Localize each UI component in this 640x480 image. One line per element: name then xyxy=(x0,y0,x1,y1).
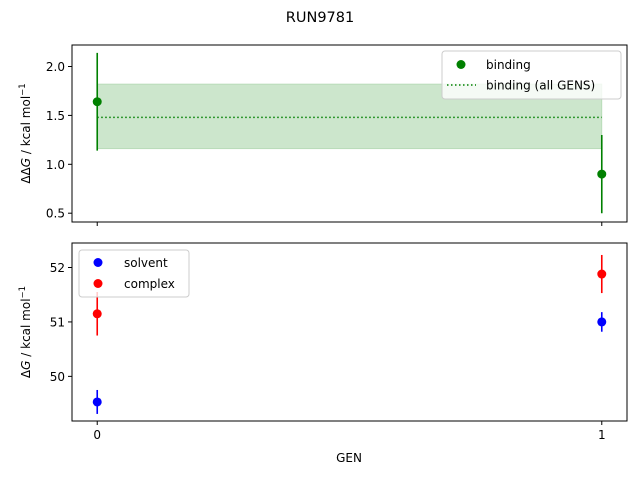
y-tick-label: 50 xyxy=(50,370,65,384)
legend-binding-label: binding xyxy=(486,58,531,72)
bottom-y-axis-label: ΔG / kcal mol−1 xyxy=(18,286,33,378)
solvent-point xyxy=(597,317,607,327)
top-legend: binding binding (all GENS) xyxy=(441,50,622,100)
legend-solvent-label: solvent xyxy=(124,256,168,270)
x-axis-label: GEN xyxy=(336,451,362,465)
solvent-point xyxy=(92,397,102,407)
figure-title: RUN9781 xyxy=(286,10,354,26)
top-y-label-exponent: −1 xyxy=(18,83,28,96)
bottom-y-label-prefix: Δ xyxy=(19,369,33,378)
legend-complex-label: complex xyxy=(124,277,175,291)
top-y-label-units: / kcal mol xyxy=(19,96,33,158)
top-y-label-prefix: ΔΔ xyxy=(19,166,33,183)
top-y-axis-label: ΔΔG / kcal mol−1 xyxy=(18,83,33,183)
binding-point xyxy=(597,169,607,179)
y-tick-label: 2.0 xyxy=(46,60,65,74)
y-tick-label: 51 xyxy=(50,315,65,329)
binding-point xyxy=(92,97,102,107)
y-tick-label: 1.5 xyxy=(46,109,65,123)
top-x-ticks xyxy=(96,222,603,226)
top-axes-frame xyxy=(71,44,628,223)
bottom-y-label-units: / kcal mol xyxy=(19,298,33,360)
top-legend-box xyxy=(441,50,622,100)
bottom-legend: solvent complex xyxy=(78,249,190,298)
legend-binding-marker xyxy=(456,60,466,69)
bottom-y-label-exponent: −1 xyxy=(18,286,28,299)
top-y-ticks: 0.5 1.0 1.5 2.0 xyxy=(46,60,72,221)
bottom-y-ticks: 50 51 52 xyxy=(50,261,72,384)
bottom-data-layer xyxy=(92,254,607,414)
bottom-y-label-variable: G xyxy=(19,361,33,370)
top-panel: 0.5 1.0 1.5 2.0 ΔΔG / kcal mol−1 binding bi… xyxy=(18,44,628,226)
legend-solvent-marker xyxy=(93,258,103,267)
complex-point xyxy=(597,269,607,279)
y-tick-label: 0.5 xyxy=(46,207,65,221)
complex-point xyxy=(92,309,102,319)
y-tick-label: 52 xyxy=(50,261,65,275)
legend-complex-marker xyxy=(93,279,103,288)
top-data-layer xyxy=(92,52,607,214)
legend-binding-all-gens-label: binding (all GENS) xyxy=(486,79,595,93)
top-y-label-variable: G xyxy=(19,158,33,167)
y-tick-label: 1.0 xyxy=(46,158,65,172)
x-tick-label: 0 xyxy=(93,428,101,442)
bottom-legend-box xyxy=(78,249,190,298)
bottom-axes-frame xyxy=(71,242,628,422)
x-tick-label: 1 xyxy=(598,428,606,442)
